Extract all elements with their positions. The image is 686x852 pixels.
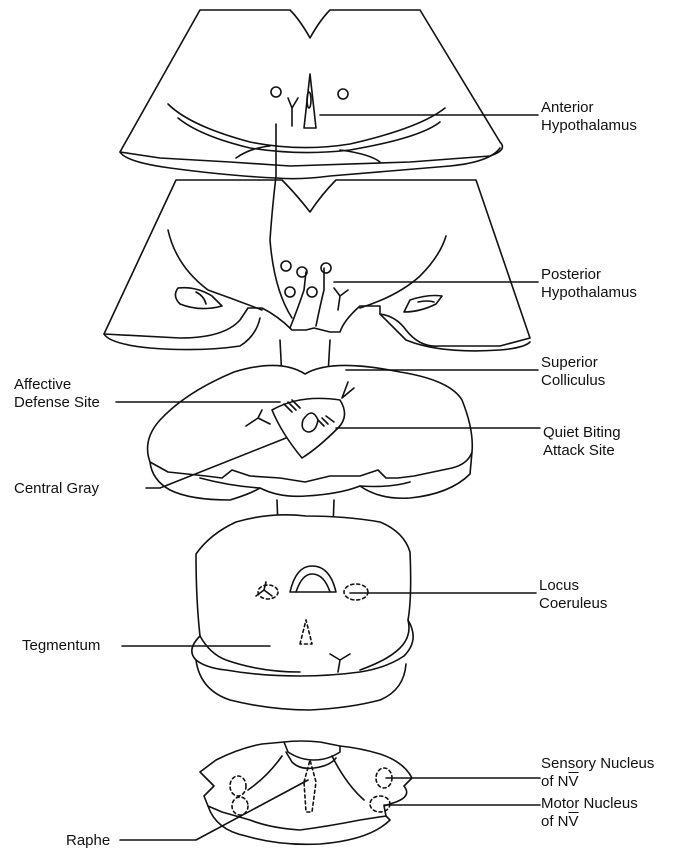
pons-locus-coeruleus-section: [192, 515, 413, 710]
medulla-raphe-section: [200, 741, 412, 844]
label-tegmentum-text: Tegmentum: [22, 637, 100, 655]
label-anterior-line2: Hypothalamus: [541, 117, 637, 135]
label-posterior-hypothalamus: Posterior Hypothalamus: [541, 266, 637, 302]
label-quiet-biting-attack-site: Quiet Biting Attack Site: [543, 424, 621, 460]
label-central-gray: Central Gray: [14, 480, 99, 498]
label-motor-numeral: V: [569, 813, 579, 830]
label-motor-line1: Motor Nucleus: [541, 795, 638, 813]
label-locus-line2: Coeruleus: [539, 595, 607, 613]
label-posterior-line1: Posterior: [541, 266, 637, 284]
label-sensory-line1: Sensory Nucleus: [541, 755, 654, 773]
label-sensory-numeral: V: [569, 773, 579, 790]
label-raphe: Raphe: [66, 832, 110, 850]
label-raphe-text: Raphe: [66, 832, 110, 850]
label-sensory-line2: of NV: [541, 773, 654, 791]
label-motor-nucleus: Motor Nucleus of NV: [541, 795, 638, 831]
label-affective-defense-site: Affective Defense Site: [14, 376, 100, 412]
label-anterior-line1: Anterior: [541, 99, 637, 117]
label-motor-line2-prefix: of N: [541, 813, 569, 830]
label-tegmentum: Tegmentum: [22, 637, 100, 655]
label-posterior-line2: Hypothalamus: [541, 284, 637, 302]
anterior-hypothalamus-section: [120, 10, 502, 179]
label-anterior-hypothalamus: Anterior Hypothalamus: [541, 99, 637, 135]
label-affective-line1: Affective: [14, 376, 100, 394]
label-sensory-nucleus: Sensory Nucleus of NV: [541, 755, 654, 791]
label-quiet-biting-line1: Quiet Biting: [543, 424, 621, 442]
label-sensory-line2-prefix: of N: [541, 773, 569, 790]
label-superior-line1: Superior: [541, 354, 605, 372]
label-motor-line2: of NV: [541, 813, 638, 831]
posterior-hypothalamus-section: [104, 180, 530, 351]
label-superior-line2: Colliculus: [541, 372, 605, 390]
label-central-gray-text: Central Gray: [14, 480, 99, 498]
label-superior-colliculus: Superior Colliculus: [541, 354, 605, 390]
label-quiet-biting-line2: Attack Site: [543, 442, 621, 460]
midbrain-colliculus-section: [148, 365, 473, 500]
label-locus-line1: Locus: [539, 577, 607, 595]
label-affective-line2: Defense Site: [14, 394, 100, 412]
label-locus-coeruleus: Locus Coeruleus: [539, 577, 607, 613]
